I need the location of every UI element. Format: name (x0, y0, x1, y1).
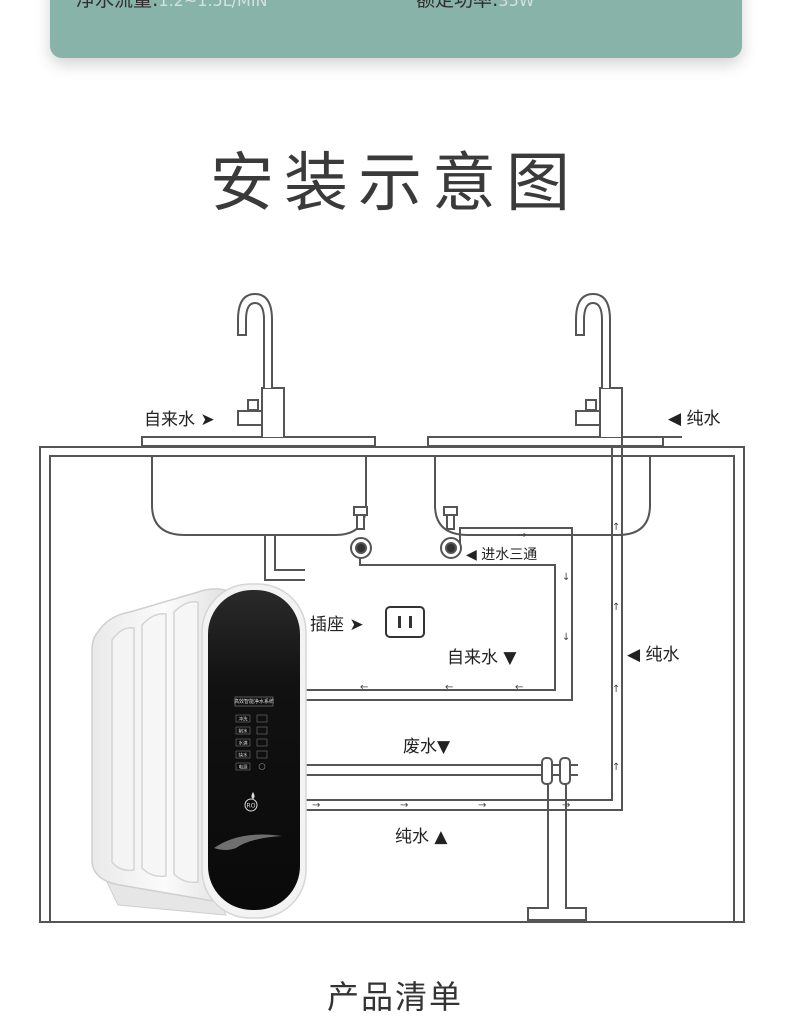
flow-arrow-icon: ← (445, 682, 453, 693)
panel-key-label: 缺水 (239, 752, 248, 759)
ro-purifier-device: 高效智能净水系统 冲洗 制水 水满 缺水 电源 RO (91, 583, 307, 919)
angle-valve-right (440, 506, 462, 559)
angle-valve-left (350, 506, 372, 559)
faucet-right (575, 292, 623, 437)
flow-arrow-icon: → (518, 530, 526, 541)
power-icon (258, 763, 266, 770)
pipes (264, 436, 682, 921)
wave-decoration (214, 834, 282, 850)
spec-card: 净水流量:1.2~1.5L/MIN 额定功率:35W (50, 0, 742, 58)
flow-arrow-icon: ↑ (612, 602, 620, 613)
ro-badge: RO (244, 792, 258, 812)
panel-status-icon (256, 738, 268, 747)
flow-arrow-icon: ← (360, 682, 368, 693)
ro-badge-text: RO (247, 803, 256, 810)
label-waste-water: 废水▼ (403, 737, 451, 757)
flow-arrows: → ↓ ↓ ← ← ← → → → → ↑ ↑ ↑ ↑ (312, 522, 620, 811)
panel-key-label: 水满 (239, 740, 248, 747)
device-panel-title-box (234, 696, 274, 707)
flow-arrow-icon: → (478, 800, 486, 811)
device-panel-title: 高效智能净水系统 (234, 698, 274, 705)
flow-arrow-icon: ↑ (612, 522, 620, 533)
flow-value: 1.2~1.5L/MIN (158, 0, 268, 10)
label-pure-water-bottom: 纯水 ▲ (395, 827, 448, 847)
label-tap-water-mid: 自来水 ▼ (447, 648, 517, 668)
flow-spec: 净水流量:1.2~1.5L/MIN (76, 0, 268, 12)
panel-key-label: 制水 (239, 728, 248, 735)
flow-arrow-icon: ↓ (562, 632, 570, 643)
panel-status-icon (256, 750, 268, 759)
panel-key-label: 冲洗 (239, 716, 248, 723)
faucet-left (237, 292, 285, 437)
flow-arrow-icon: ↓ (562, 572, 570, 583)
label-tee: ◀ 进水三通 (466, 547, 537, 563)
panel-status-icon (256, 726, 268, 735)
flow-label: 净水流量: (76, 0, 159, 11)
sink-left (141, 436, 376, 536)
device-panel-keys: 冲洗 制水 水满 缺水 电源 (235, 714, 268, 771)
next-section-title: 产品清单 (326, 978, 463, 1016)
flow-arrow-icon: → (400, 800, 408, 811)
flow-arrow-icon: → (312, 800, 320, 811)
label-tap-water-left: 自来水 ➤ (144, 410, 215, 430)
power-value: 35W (498, 0, 535, 10)
panel-status-icon (256, 714, 268, 723)
flow-arrow-icon: ↑ (612, 684, 620, 695)
label-pure-water-top: ◀ 纯水 (668, 409, 720, 429)
waste-clamp (541, 757, 571, 785)
device-front-panel (208, 590, 300, 910)
section-title: 安装示意图 (210, 147, 580, 221)
power-socket (385, 606, 425, 638)
label-socket: 插座 ➤ (310, 615, 364, 635)
flow-arrow-icon: ← (515, 682, 523, 693)
power-label: 额定功率: (416, 0, 499, 11)
power-spec: 额定功率:35W (416, 0, 535, 12)
flow-arrow-icon: → (562, 800, 570, 811)
sink-right (427, 436, 664, 536)
label-pure-water-right: ◀ 纯水 (627, 645, 679, 665)
panel-key-label: 电源 (239, 764, 248, 771)
flow-arrow-icon: ↑ (612, 762, 620, 773)
